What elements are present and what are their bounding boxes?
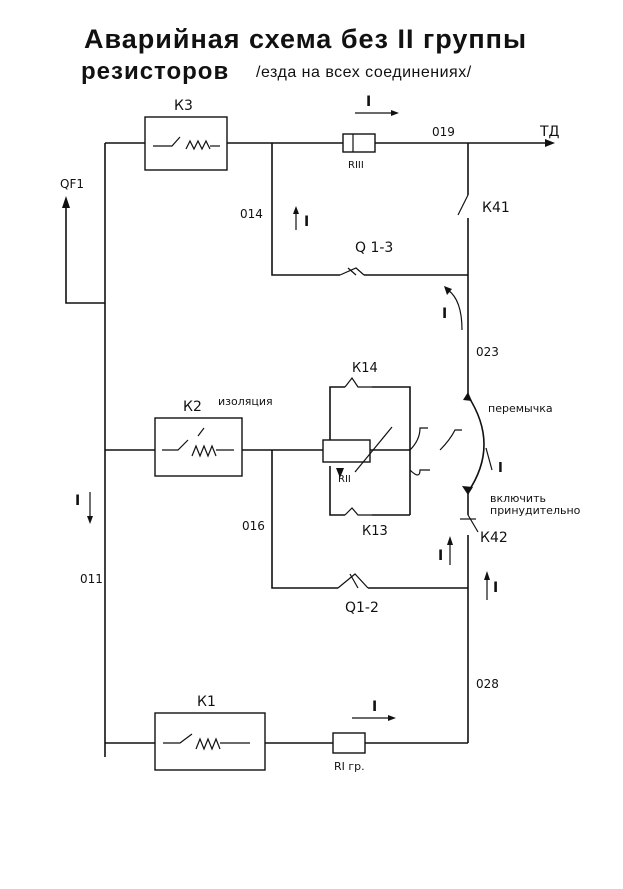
label-k41: К41 — [482, 200, 510, 216]
diagram-title-line1: Аварийная схема без II группы — [84, 24, 528, 54]
current-label-014: I — [304, 214, 309, 230]
r2-resistor — [322, 439, 371, 463]
label-node-019: 019 — [432, 125, 455, 139]
diagram-title-line2: резисторов — [81, 58, 230, 85]
k3-contact — [153, 136, 181, 147]
current-arrowhead-top — [391, 110, 399, 116]
jumper-arrow-top — [463, 392, 472, 401]
label-qf1: QF1 — [60, 177, 84, 191]
current-label-k42-right: I — [493, 580, 498, 596]
label-r1: RI гр. — [334, 760, 365, 773]
current-arrowhead-k42-right — [484, 571, 490, 580]
jumper-arc — [467, 395, 485, 493]
r2-broken-wire-1 — [409, 427, 428, 451]
label-k13: К13 — [362, 524, 388, 539]
current-label-bottom: I — [372, 699, 377, 715]
current-label-023: I — [442, 306, 447, 322]
k13-contact — [344, 507, 372, 516]
current-label-jumper: I — [498, 461, 503, 476]
label-k42: К42 — [480, 530, 508, 546]
qf1-arrow — [62, 196, 70, 208]
q13-mark — [347, 267, 357, 276]
k1-box — [154, 712, 266, 771]
k2-coil — [191, 444, 217, 458]
label-node-028: 028 — [476, 677, 499, 691]
label-node-023: 023 — [476, 345, 499, 359]
k2-contact — [162, 439, 189, 451]
label-r2: RII — [338, 474, 351, 485]
q13-contact — [339, 267, 365, 276]
label-force-on-1: включить — [490, 492, 546, 505]
label-node-016: 016 — [242, 519, 265, 533]
k1-coil — [195, 737, 221, 751]
k14-right-wire — [372, 386, 411, 515]
q12-contact — [337, 573, 369, 589]
r2-broken-wire-2 — [439, 429, 462, 451]
current-arrow-jumper — [485, 447, 493, 471]
label-k3: К3 — [174, 98, 193, 114]
k2-box — [154, 417, 243, 477]
k41-contact — [457, 194, 469, 216]
label-q13: Q 1-3 — [355, 240, 393, 256]
jumper-arrow-bottom — [462, 486, 473, 495]
q12-mark — [349, 573, 359, 589]
k1-contact — [163, 733, 193, 744]
k14-contact — [344, 376, 372, 388]
current-arrowhead-bottom — [388, 715, 396, 721]
label-jumper: перемычка — [488, 402, 553, 415]
k42-contact — [467, 514, 479, 533]
current-arrowhead-014 — [293, 206, 299, 214]
current-label-k42-left: I — [438, 548, 443, 564]
label-node-011: 011 — [80, 572, 103, 586]
k14-left-wire — [329, 386, 345, 450]
r2-tap-arrow — [336, 468, 344, 478]
current-label-top: I — [366, 94, 371, 110]
current-arrowhead-k42-left — [447, 536, 453, 545]
label-k1: К1 — [197, 694, 216, 710]
current-arc-head — [444, 286, 452, 295]
label-k2: К2 — [183, 399, 202, 415]
r2-broken-wire-3 — [409, 469, 430, 476]
label-r3: RIII — [348, 160, 364, 171]
label-td: ТД — [539, 124, 560, 140]
current-label-011: I — [75, 493, 80, 509]
k3-box — [144, 116, 228, 171]
current-arrowhead-011 — [87, 516, 93, 524]
k2-insulation-mark — [197, 427, 205, 437]
td-arrow — [545, 139, 555, 147]
qf1-wire — [65, 200, 105, 304]
wire-016 — [271, 450, 338, 589]
k13-left-wire — [329, 466, 345, 516]
label-q12: Q1-2 — [345, 600, 379, 616]
current-arc-023 — [447, 289, 463, 331]
label-force-on-2: принудительно — [490, 504, 581, 517]
label-k14: К14 — [352, 361, 378, 376]
label-insulation: изоляция — [218, 395, 273, 408]
label-node-014: 014 — [240, 207, 263, 221]
k3-coil — [185, 139, 211, 151]
diagram-subtitle: /езда на всех соединениях/ — [256, 64, 472, 81]
r3-resistor — [342, 133, 376, 153]
r1-resistor — [332, 732, 366, 754]
wire-014 — [271, 143, 340, 276]
